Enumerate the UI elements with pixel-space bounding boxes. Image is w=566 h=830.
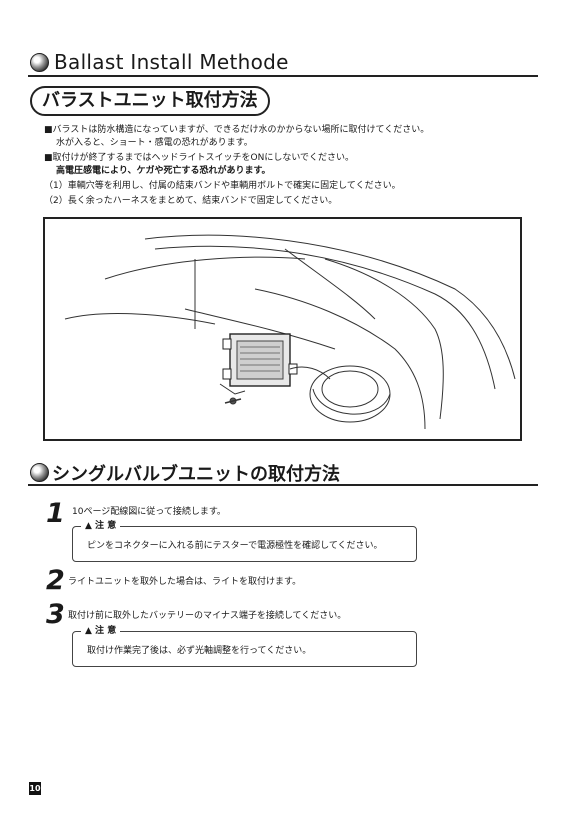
instruction-1: （1）車輌穴等を利用し、付属の結束バンドや車輌用ボルトで確実に固定してください。 xyxy=(44,181,401,191)
caution-box-2: ▲ 注 意 取付け作業完了後は、必ず光軸調整を行ってください。 xyxy=(72,625,417,667)
caution-text-2: 取付け作業完了後は、必ず光軸調整を行ってください。 xyxy=(87,646,312,656)
section-divider xyxy=(28,75,538,77)
installation-illustration xyxy=(43,217,522,441)
heading-bullet-icon xyxy=(30,53,49,72)
caution-text-1: ピンをコネクターに入れる前にテスターで電源極性を確認してください。 xyxy=(87,541,383,551)
section-divider-2 xyxy=(28,484,538,486)
warning-line-1b: 水が入ると、ショート・感電の恐れがあります。 xyxy=(56,138,253,148)
ballast-drawing xyxy=(64,234,516,430)
heading-bullet-icon-2 xyxy=(30,463,49,482)
instruction-2: （2）長く余ったハーネスをまとめて、結束バンドで固定してください。 xyxy=(44,196,338,206)
subsection-title: バラストユニット取付方法 xyxy=(30,86,270,116)
step-text-3: 取付け前に取外したバッテリーのマイナス端子を接続してください。 xyxy=(68,611,347,621)
caution-label-2: ▲ 注 意 xyxy=(81,625,121,637)
step-text-1: 10ページ配線図に従って接続します。 xyxy=(72,507,226,517)
warning-line-1: ■バラストは防水構造になっていますが、できるだけ水のかからない場所に取付けてくだ… xyxy=(44,125,430,135)
warning-line-2b: 高電圧感電により、ケガや死亡する恐れがあります。 xyxy=(56,166,271,176)
step-number-1: 1 xyxy=(46,498,65,529)
section-title: Ballast Install Methode xyxy=(54,50,289,74)
step-text-2: ライトユニットを取外した場合は、ライトを取付けます。 xyxy=(68,577,302,587)
step-number-3: 3 xyxy=(46,599,65,630)
warning-line-2: ■取付けが終了するまではヘッドライトスイッチをONにしないでください。 xyxy=(44,153,355,163)
page-number: 10 xyxy=(29,782,41,795)
step-number-2: 2 xyxy=(46,565,65,596)
section-title-2: シングルバルブユニットの取付方法 xyxy=(52,464,340,485)
caution-label-1: ▲ 注 意 xyxy=(81,520,121,532)
caution-box-1: ▲ 注 意 ピンをコネクターに入れる前にテスターで電源極性を確認してください。 xyxy=(72,520,417,562)
